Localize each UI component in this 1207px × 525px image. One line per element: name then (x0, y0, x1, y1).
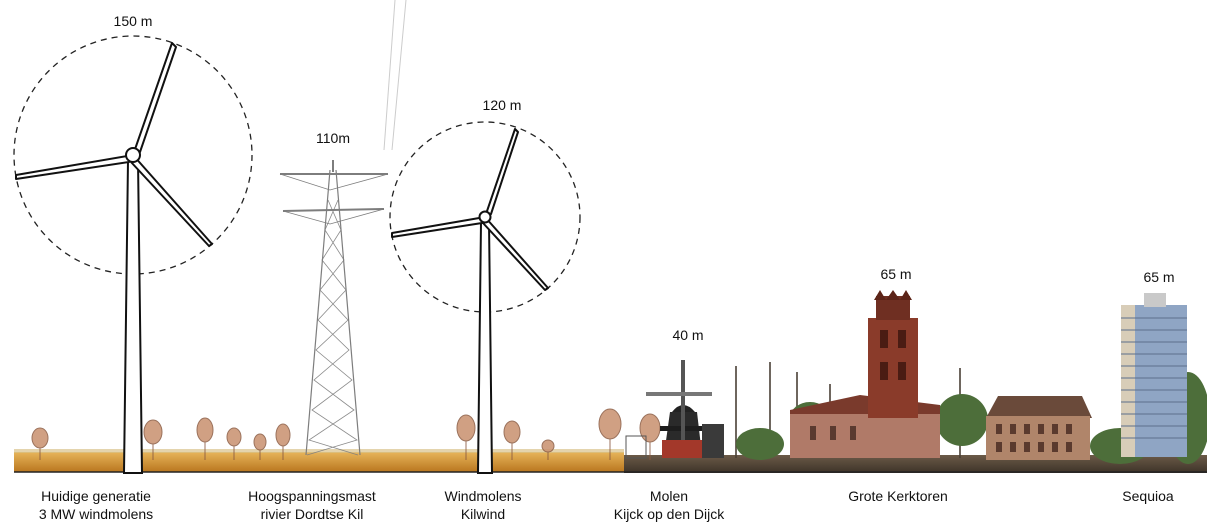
tree (639, 413, 661, 460)
tree (598, 408, 622, 460)
turbine-hub (478, 210, 492, 224)
caption-pylon: Hoogspanningsmast rivier Dordtse Kil (248, 487, 376, 523)
church-window (898, 330, 906, 348)
tower-floors (1121, 317, 1187, 439)
turbine-blade (15, 154, 134, 180)
height-label-pylon: 110m (316, 130, 350, 146)
turbine-blade (484, 128, 519, 218)
tree (196, 417, 214, 460)
caption-line: Windmolens (444, 488, 522, 504)
caption-kerktoren: Grote Kerktoren (848, 487, 948, 505)
tree (503, 420, 521, 460)
height-label-sequioa: 65 m (1143, 269, 1175, 285)
tree (253, 433, 267, 460)
caption-molen: Molen Kijck op den Dijck (614, 487, 725, 523)
church-tower (868, 318, 918, 418)
height-label-turbine-kilwind: 120 m (482, 97, 522, 113)
field-trees (31, 408, 661, 460)
height-label-turbine-3mw: 150 m (113, 13, 153, 29)
caption-line: 3 MW windmolens (38, 506, 154, 522)
caption-sequioa: Sequioa (1122, 487, 1173, 505)
molen (625, 360, 724, 459)
church-window (898, 362, 906, 380)
tree (736, 428, 784, 460)
turbine-blade (132, 42, 177, 156)
caption-line: Molen (649, 488, 689, 504)
tree (936, 394, 988, 446)
church-window (830, 426, 836, 440)
caption-line: Kijck op den Dijck (613, 506, 725, 522)
caption-line: rivier Dordtse Kil (260, 506, 364, 522)
pylon-leg (305, 169, 331, 456)
church-window (850, 426, 856, 440)
church-window (810, 426, 816, 440)
building-windows (996, 424, 1072, 452)
caption-line: Hoogspanningsmast (248, 488, 376, 504)
mill-shed (702, 424, 724, 458)
turbine-hub (125, 147, 141, 163)
tree (541, 439, 555, 460)
city-building (986, 396, 1092, 460)
height-label-molen: 40 m (672, 327, 704, 343)
church-window (880, 330, 888, 348)
rotor-sweep-circle (13, 35, 253, 275)
turbine-blade (391, 216, 486, 238)
sequioa (1121, 293, 1187, 457)
tree (31, 427, 49, 460)
kerktoren (790, 290, 940, 458)
tree (226, 427, 242, 460)
caption-turbine-3mw: Huidige generatie 3 MW windmolens (39, 487, 153, 523)
church-window (880, 362, 888, 380)
caption-line: Kilwind (460, 506, 506, 522)
pylon-leg (335, 169, 361, 456)
turbine-blade (482, 216, 549, 291)
pylon-crossarm-bracing (279, 173, 389, 225)
tower-crown (1144, 293, 1166, 307)
tower-side (1121, 305, 1135, 457)
caption-turbine-kilwind: Windmolens Kilwind (444, 487, 521, 523)
pylon-crossarm (282, 208, 385, 212)
caption-line: Huidige generatie (41, 488, 151, 504)
farmland-strip (14, 452, 624, 472)
pylon-lattice (306, 199, 359, 456)
tree (275, 423, 291, 460)
caption-line: Sequioa (1122, 488, 1174, 504)
tree (456, 414, 476, 460)
turbine-kilwind (389, 121, 581, 474)
turbine-blade (130, 154, 213, 247)
turbine-tower (122, 159, 144, 474)
building-roof (986, 396, 1092, 418)
mill-fence (625, 435, 647, 459)
church-tower-crown (874, 290, 912, 300)
pylon (279, 0, 407, 456)
height-label-kerktoren: 65 m (880, 266, 912, 282)
turbine-3mw (13, 35, 253, 474)
power-lines (383, 0, 407, 151)
caption-line: Grote Kerktoren (848, 488, 948, 504)
turbine-tower (476, 221, 494, 474)
tree (143, 419, 163, 460)
mill-base (662, 440, 704, 458)
building-facade (986, 416, 1090, 460)
